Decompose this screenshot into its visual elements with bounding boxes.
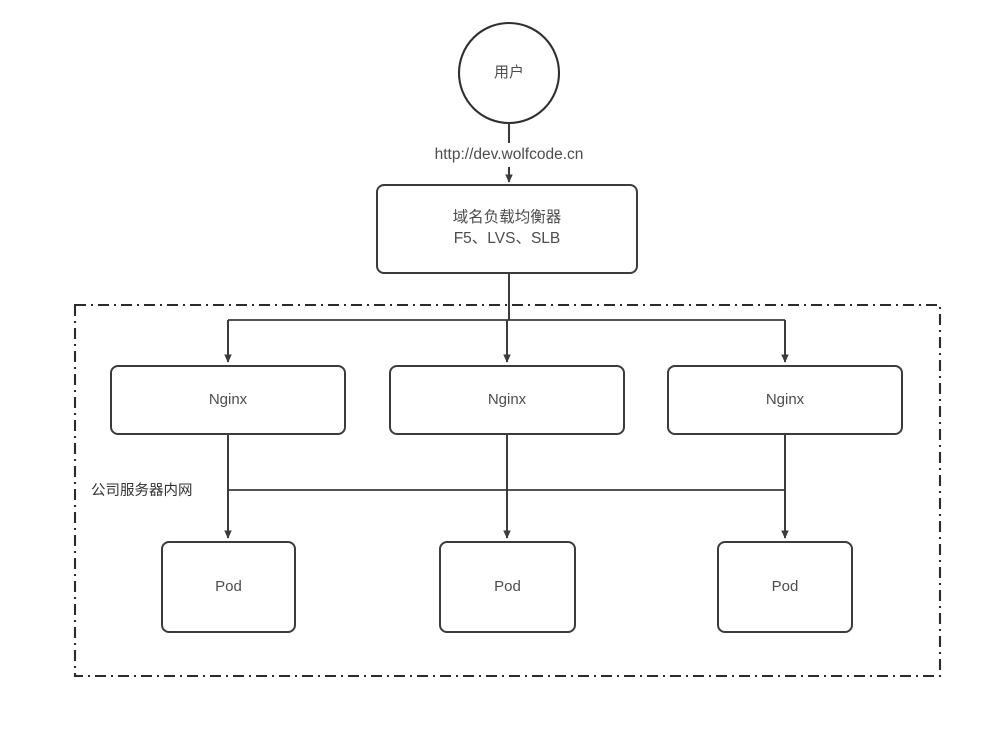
pod-box-3: [717, 541, 853, 633]
intranet-boundary-label: 公司服务器内网: [88, 479, 196, 500]
pod-box-1: [161, 541, 296, 633]
load-balancer-box: [376, 184, 638, 274]
nginx-box-3: [667, 365, 903, 435]
intranet-boundary: [73, 303, 942, 678]
nginx-box-2: [389, 365, 625, 435]
user-circle: [457, 21, 561, 125]
pod-box-2: [439, 541, 576, 633]
nginx-box-1: [110, 365, 346, 435]
